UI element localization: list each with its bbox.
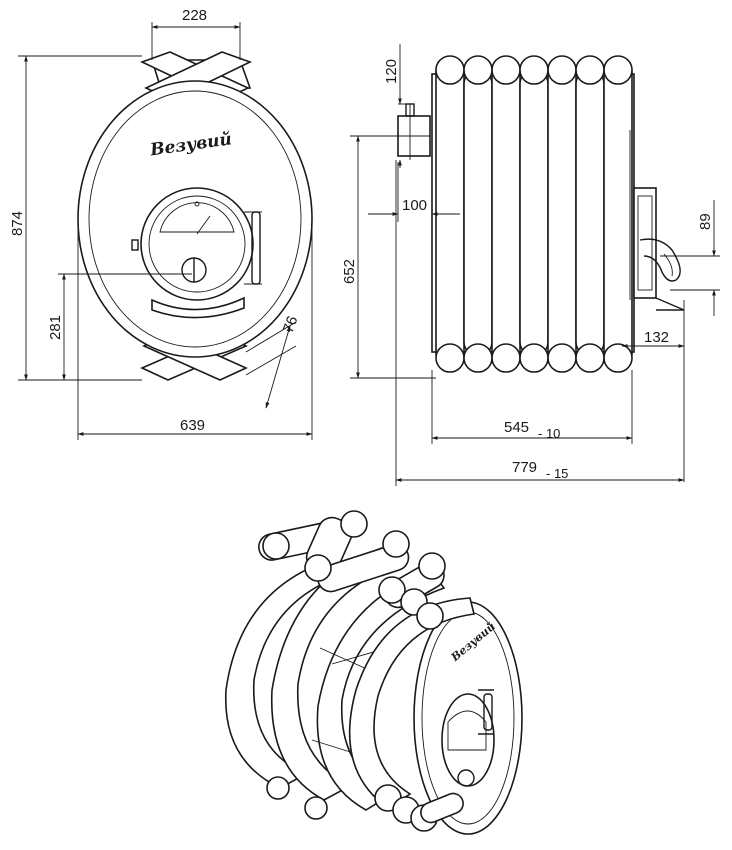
dim-width: 639 <box>180 417 205 434</box>
side-view <box>397 55 685 373</box>
dim-leg-pipe: 76 <box>280 314 302 335</box>
iso-door <box>441 689 495 787</box>
dim-water-pipe: 89 <box>697 213 714 230</box>
dim-total-length-tol: - 15 <box>546 466 568 481</box>
dim-body-length-tol: - 10 <box>538 426 560 441</box>
side-door-handle <box>633 187 685 311</box>
dim-total-height: 874 <box>9 211 26 236</box>
iso-top-pipes <box>258 510 446 630</box>
front-view: Везувий <box>77 51 313 381</box>
dim-total-length: 779 <box>512 459 537 476</box>
side-tubes <box>435 55 633 373</box>
front-dimensions: 228 874 281 76 639 <box>9 7 313 440</box>
isometric-view: Везувий <box>224 510 523 835</box>
side-dimensions: 120 652 100 89 132 545 - 10 779 - 15 <box>341 44 720 486</box>
side-flue <box>397 103 431 160</box>
dim-flue-offset: 652 <box>341 259 358 284</box>
dim-top-pipe-span: 228 <box>182 7 207 24</box>
dim-flue-height: 120 <box>383 59 400 84</box>
dim-body-length: 545 <box>504 419 529 436</box>
iso-bottom-pipes <box>266 776 464 832</box>
dim-door-height: 281 <box>47 315 64 340</box>
dim-rear-offset: 132 <box>644 329 669 346</box>
front-door <box>131 187 262 301</box>
dim-flue-depth: 100 <box>402 197 427 214</box>
ash-slot <box>151 296 245 319</box>
